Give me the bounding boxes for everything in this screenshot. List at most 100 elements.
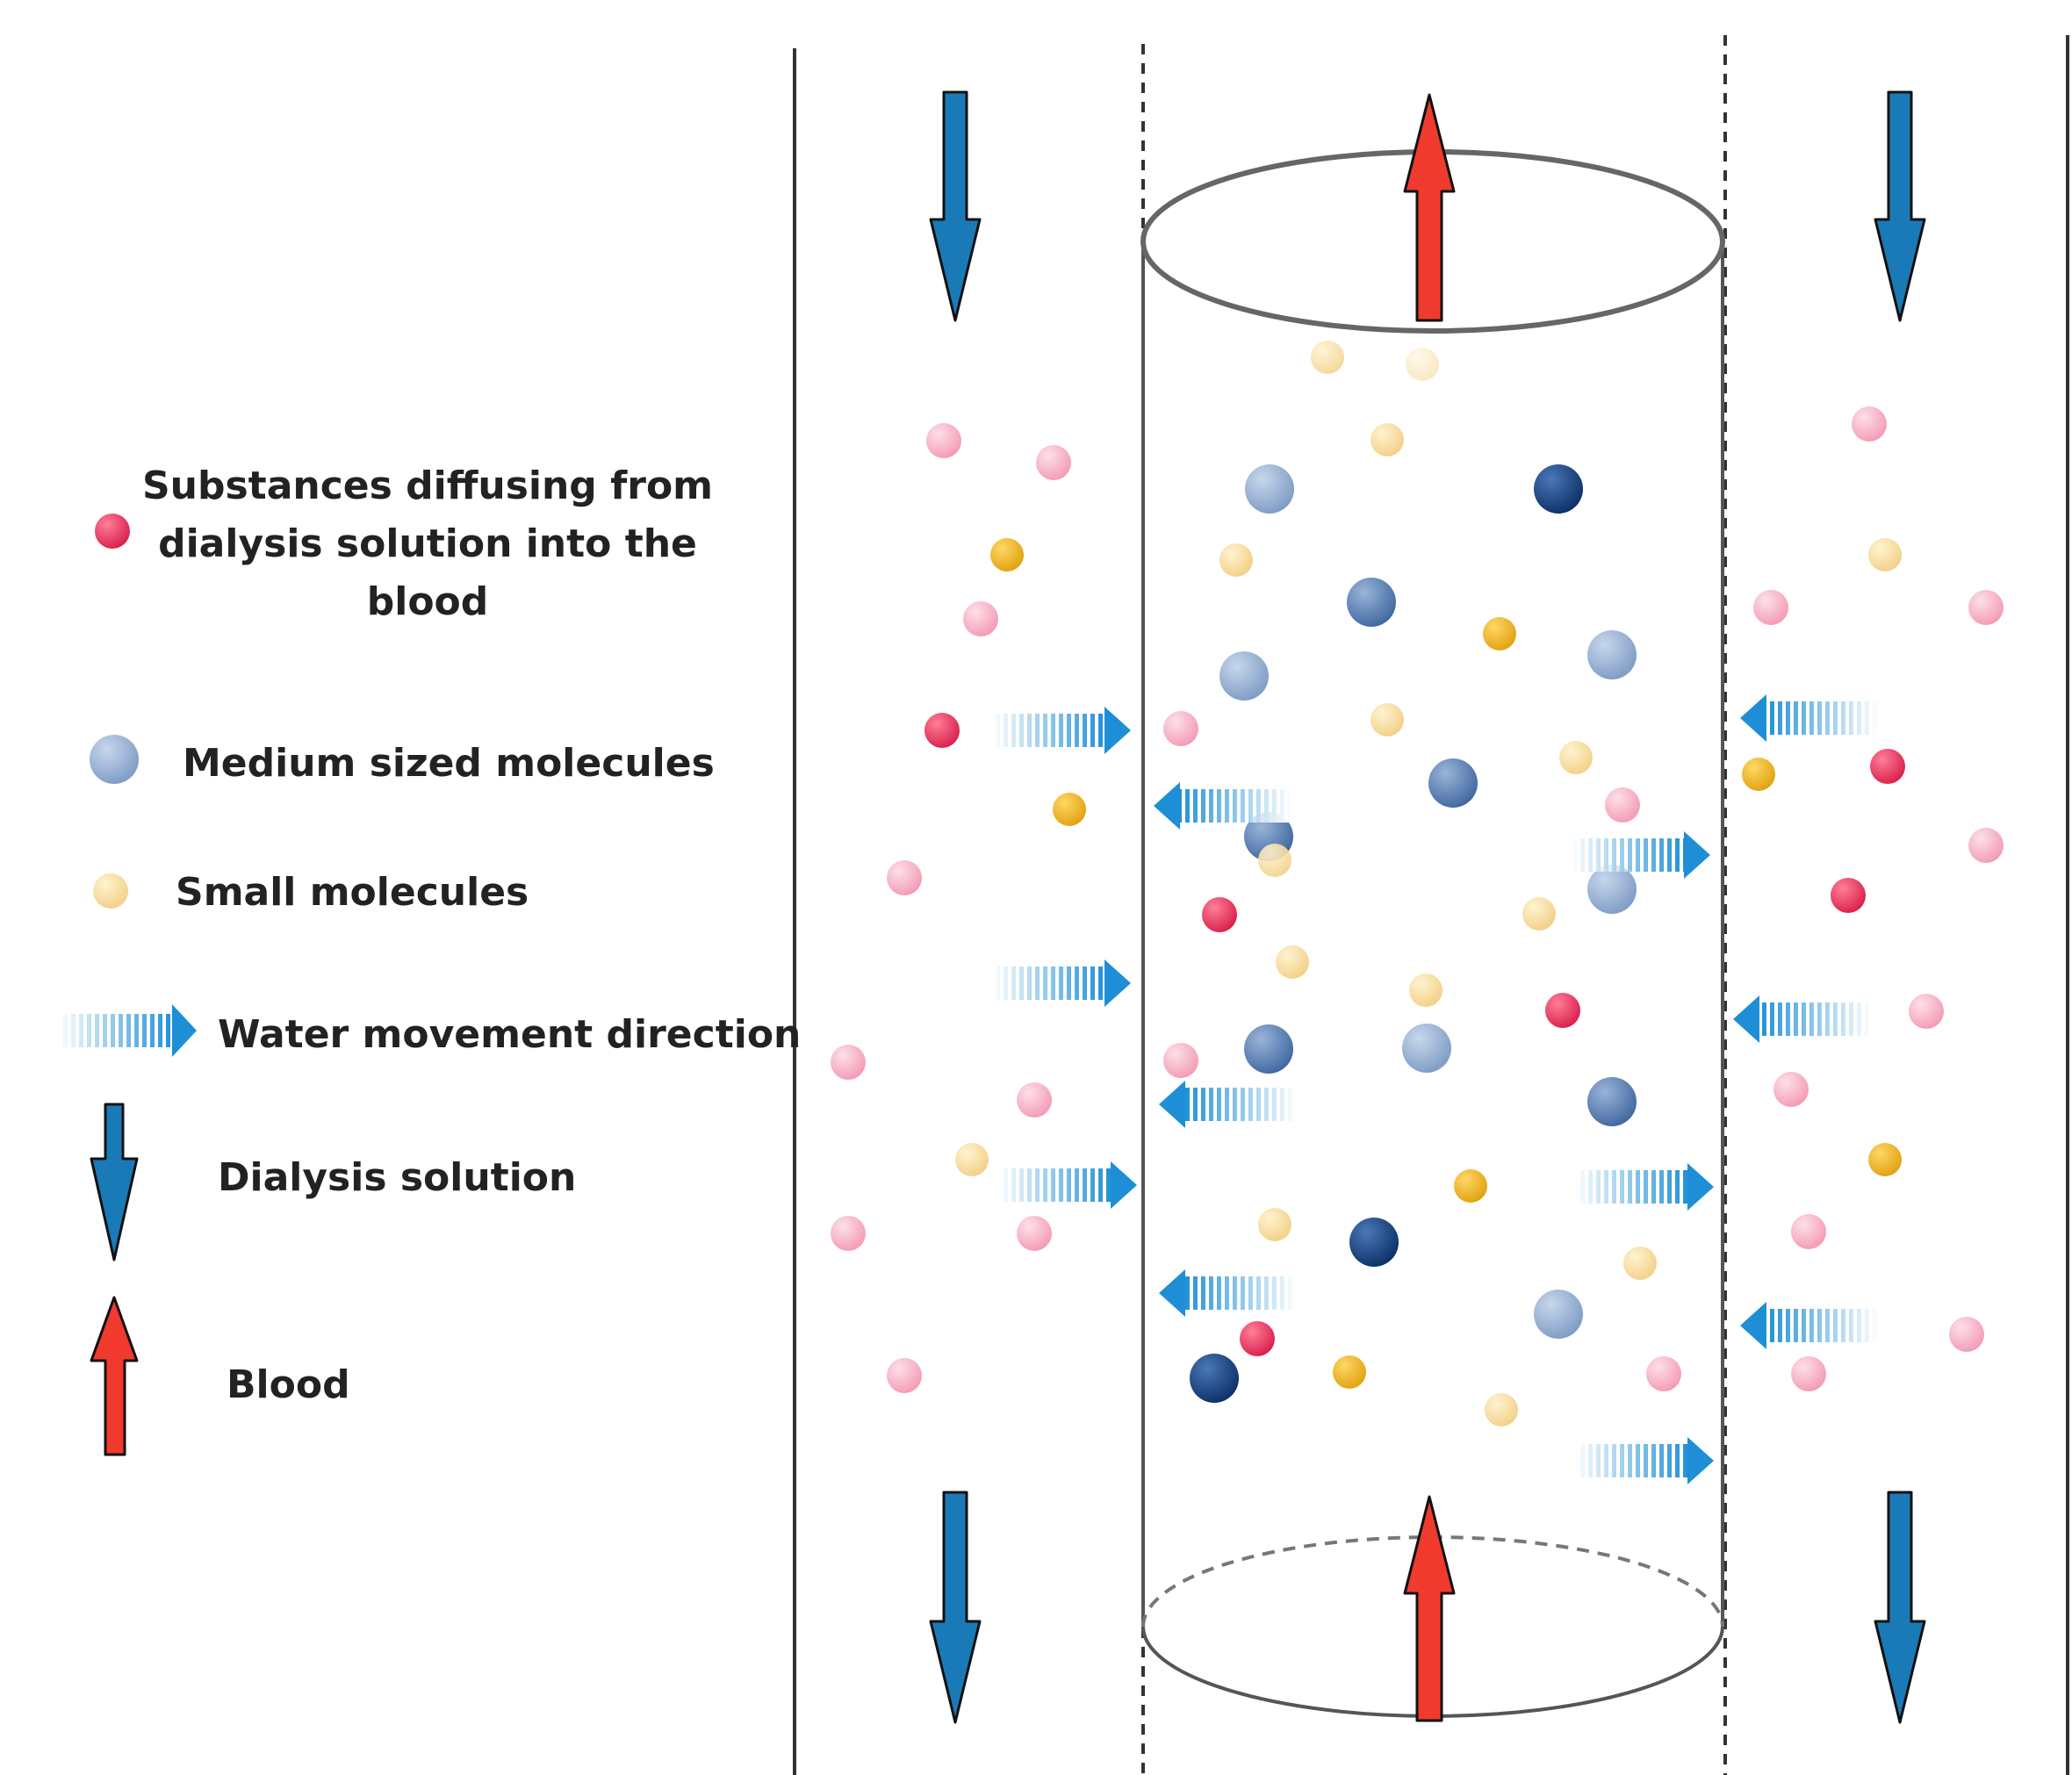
legend: Substances diffusing from dialysis solut… [58, 464, 801, 1456]
legend-substances-line1: Substances diffusing from [142, 464, 713, 508]
legend-dialysis-label: Dialysis solution [218, 1155, 576, 1200]
small-molecule [1276, 945, 1309, 979]
legend-small-molecule [93, 873, 128, 909]
legend-medium-molecule [90, 735, 139, 784]
dialysis-flow-arrow [1874, 90, 1926, 322]
medium-molecule [1347, 578, 1396, 627]
pink-molecule [1852, 406, 1887, 442]
water-arrow [1740, 694, 1879, 742]
water-arrow [992, 707, 1131, 754]
small-molecule [1454, 1169, 1487, 1203]
pink-molecule [831, 1045, 866, 1080]
small-molecule [1333, 1355, 1366, 1389]
small-molecule [1258, 1208, 1291, 1241]
pink-molecule [1909, 994, 1944, 1029]
small-molecule [1311, 341, 1344, 374]
medium-molecule [1244, 1024, 1293, 1074]
water-arrow [1572, 831, 1710, 879]
pink-molecule [831, 1216, 866, 1251]
dialysis-flow-arrow [929, 1491, 982, 1724]
pink-molecule [1017, 1216, 1052, 1251]
pink-molecule [1773, 1072, 1809, 1107]
water-arrow [998, 1161, 1137, 1209]
pink-molecule [1545, 993, 1580, 1028]
medium-molecule [1245, 464, 1294, 514]
pink-molecule [1831, 878, 1866, 913]
pink-molecule [1791, 1356, 1826, 1391]
small-molecule [1623, 1247, 1657, 1280]
water-arrow [1740, 1302, 1879, 1349]
medium-molecule [1219, 651, 1269, 701]
small-molecule [1522, 897, 1556, 931]
water-arrow [1159, 1081, 1298, 1128]
pink-molecule [1163, 1043, 1198, 1078]
small-molecule [1483, 617, 1516, 650]
medium-molecule [1587, 865, 1637, 914]
legend-water-arrow-icon [58, 1004, 197, 1057]
small-molecule [955, 1143, 989, 1176]
pink-molecule [887, 1358, 922, 1393]
legend-small-label: Small molecules [176, 870, 529, 915]
blood-flow-arrow [1403, 1495, 1456, 1722]
medium-molecule [1534, 464, 1583, 514]
legend-water-label: Water movement direction [218, 1012, 801, 1057]
pink-molecule [963, 601, 998, 636]
small-molecule [1485, 1393, 1518, 1426]
legend-pink-molecule [95, 514, 130, 549]
blood-flow-arrow [1403, 93, 1456, 322]
small-molecule [1868, 1143, 1902, 1176]
medium-molecule [1349, 1218, 1399, 1267]
medium-molecule [1402, 1024, 1451, 1073]
small-molecule [1371, 703, 1404, 737]
water-arrows-layer [992, 694, 1879, 1484]
pink-molecule [1791, 1214, 1826, 1249]
medium-molecule [1587, 1077, 1637, 1126]
pink-molecule [1753, 590, 1788, 625]
pink-molecule [887, 860, 922, 895]
water-arrow [1154, 782, 1292, 830]
pink-molecule [1968, 590, 2004, 625]
legend-substances-line3: blood [367, 579, 489, 624]
dialysis-flow-arrow [1874, 1491, 1926, 1724]
water-arrow [992, 959, 1131, 1007]
medium-molecule [1587, 630, 1637, 679]
medium-molecule [1428, 758, 1478, 808]
small-molecule [1559, 741, 1593, 774]
small-molecule [1219, 543, 1253, 577]
water-arrow [1159, 1269, 1298, 1317]
small-molecule [1258, 844, 1291, 877]
small-molecule [1371, 423, 1404, 456]
pink-molecule [1968, 828, 2004, 863]
water-arrow [1733, 995, 1872, 1043]
molecules-layer [831, 341, 2004, 1426]
legend-medium-label: Medium sized molecules [183, 741, 715, 786]
legend-substances-line2: dialysis solution into the [158, 521, 697, 566]
legend-dialysis-arrow-icon [90, 1103, 139, 1261]
pink-molecule [1017, 1082, 1052, 1117]
pink-molecule [1202, 897, 1237, 932]
legend-blood-arrow-icon [90, 1296, 139, 1456]
pink-molecule [1646, 1356, 1681, 1391]
small-molecule [1868, 538, 1902, 571]
water-arrow [1575, 1437, 1714, 1484]
small-molecule [1409, 974, 1442, 1007]
medium-molecule [1190, 1354, 1239, 1403]
pink-molecule [1163, 711, 1198, 746]
pink-molecule [1240, 1321, 1275, 1356]
small-molecule [1742, 758, 1775, 791]
small-molecule [990, 538, 1024, 571]
pink-molecule [1036, 445, 1071, 480]
small-molecule [1406, 348, 1439, 381]
pink-molecule [926, 423, 961, 458]
water-arrow [1575, 1163, 1714, 1211]
pink-molecule [1605, 787, 1640, 823]
pink-molecule [1870, 749, 1905, 784]
flow-arrows-layer [929, 90, 1926, 1724]
small-molecule [1053, 793, 1086, 826]
dialysis-flow-arrow [929, 90, 982, 322]
medium-molecule [1534, 1290, 1583, 1339]
legend-blood-label: Blood [227, 1362, 350, 1407]
pink-molecule [924, 713, 960, 748]
pink-molecule [1949, 1317, 1984, 1352]
